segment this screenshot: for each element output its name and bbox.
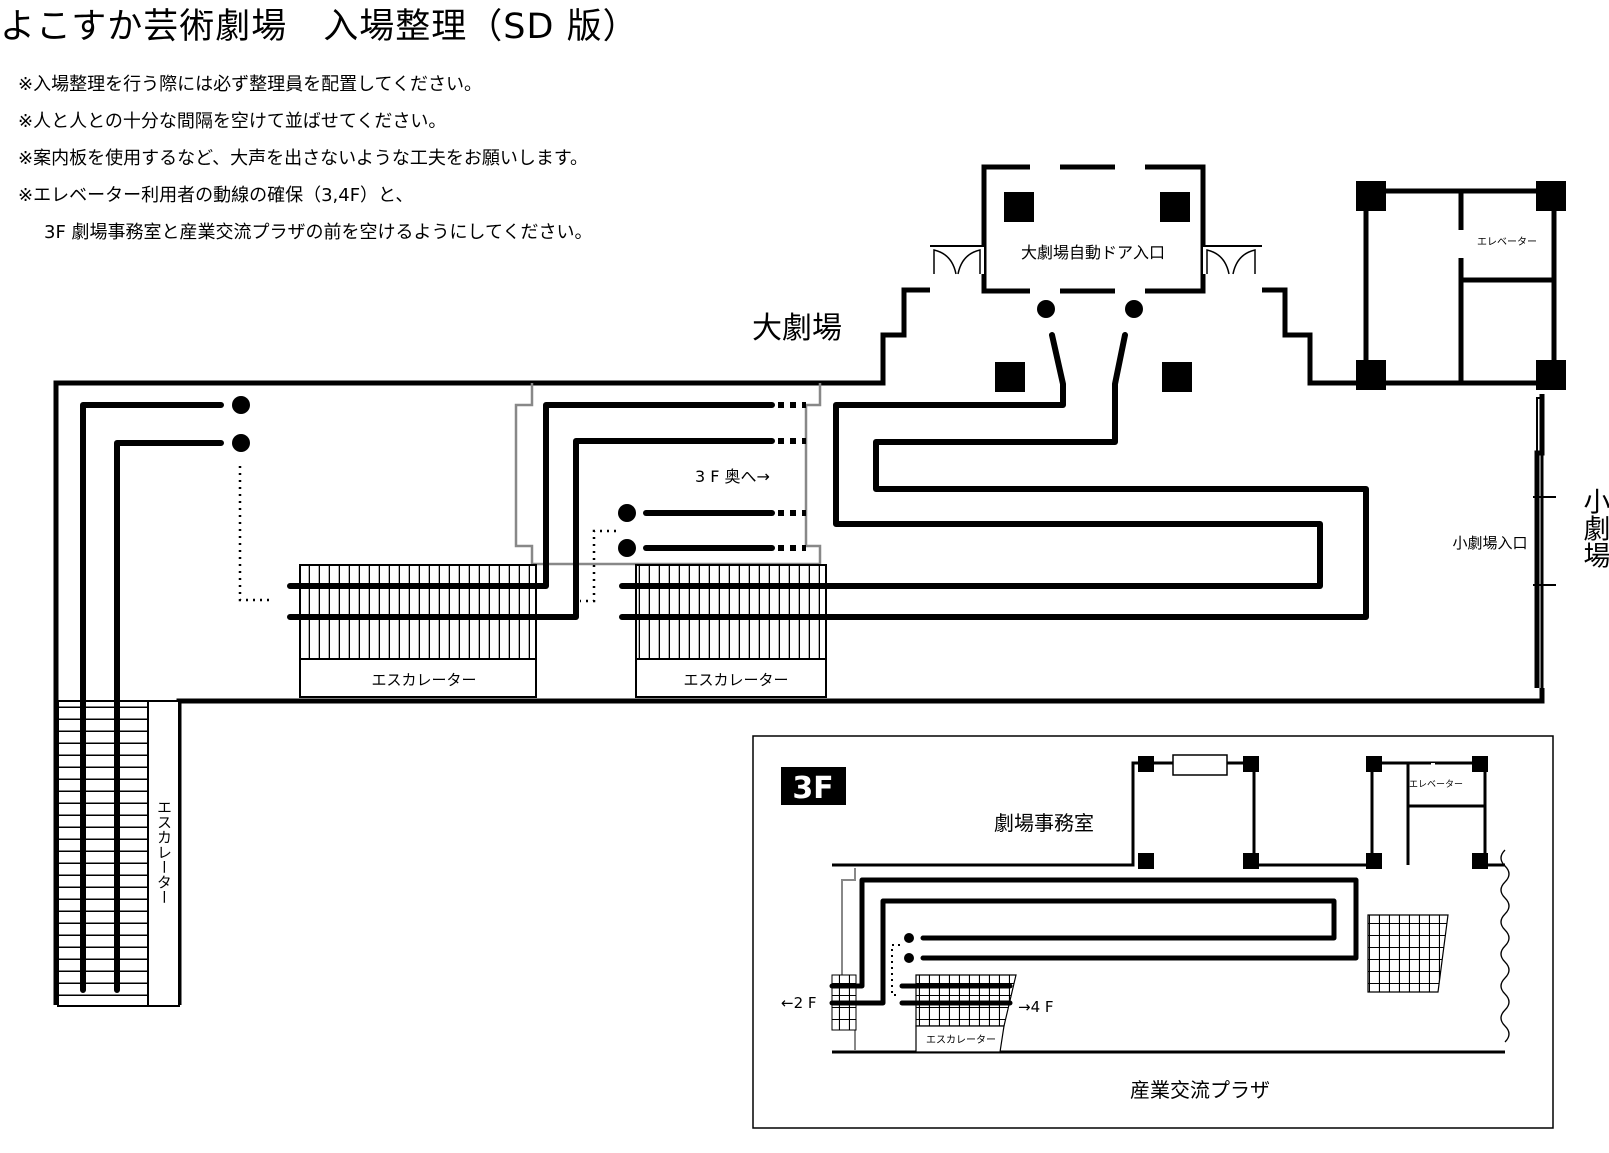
small-hall-label: 小劇場	[1579, 488, 1609, 569]
inset-escalator-label: エスカレーター	[926, 1034, 996, 1046]
escalator-3: エスカレーター	[57, 700, 180, 1007]
notes-list: ※入場整理を行う際には必ず整理員を配置してください。 ※人と人との十分な間隔を空…	[18, 72, 592, 257]
staff-marker	[1037, 300, 1055, 318]
note-item: ※エレベーター利用者の動線の確保（3,4F）と、	[18, 185, 414, 206]
office-room	[832, 754, 1505, 867]
note-item: ※入場整理を行う際には必ず整理員を配置してください。	[18, 74, 482, 95]
queue-lines	[80, 332, 1369, 993]
plaza-label: 産業交流プラザ	[1130, 1078, 1270, 1102]
staff-marker	[618, 539, 636, 557]
small-hall-wall	[1533, 394, 1556, 688]
pillar	[1160, 192, 1190, 222]
escalator-label: エスカレーター	[683, 671, 788, 689]
pillar	[995, 362, 1025, 392]
elevator-label: エレベーター	[1477, 236, 1537, 248]
to-4f-label: →4 F	[1018, 998, 1054, 1016]
inset-elevator-label: エレベーター	[1409, 779, 1463, 790]
note-item: 3F 劇場事務室と産業交流プラザの前を空けるようにしてください。	[44, 222, 593, 243]
office-label: 劇場事務室	[994, 811, 1094, 835]
escalator-1: エスカレーター	[299, 564, 537, 698]
escalator-label: エスカレーター	[371, 671, 476, 689]
staff-markers	[232, 300, 1143, 557]
inset-3f-map: 3F エレベーター 劇場事務室 エ	[752, 735, 1554, 1129]
staff-marker	[1125, 300, 1143, 318]
floor-badge	[781, 767, 846, 805]
note-item: ※人と人との十分な間隔を空けて並ばせてください。	[18, 111, 447, 132]
auto-door-label: 大劇場自動ドア入口	[1021, 243, 1165, 262]
elevator-room: エレベーター	[1356, 181, 1566, 390]
queue-continuation	[778, 402, 806, 551]
small-hall-entrance-label: 小劇場入口	[1452, 534, 1527, 552]
staff-marker	[232, 396, 250, 414]
staff-marker	[232, 434, 250, 452]
pillar	[1004, 192, 1034, 222]
to-2f-label: ←2 F	[781, 994, 817, 1012]
pillar	[1162, 362, 1192, 392]
note-item: ※案内板を使用するなど、大声を出さないような工夫をお願いします。	[18, 148, 589, 169]
to-3f-back-label: 3 F 奥へ→	[695, 467, 770, 486]
escalator-2: エスカレーター	[635, 564, 827, 698]
side-door-left	[930, 245, 984, 275]
dotted-guide	[238, 466, 616, 603]
auto-door-room: 大劇場自動ドア入口	[981, 164, 1206, 392]
floor-badge-label: 3F	[792, 771, 833, 806]
partition-wall	[514, 383, 822, 566]
main-hall-label: 大劇場	[752, 311, 842, 346]
page-title: よこすか芸術劇場 入場整理（SD 版）	[0, 7, 639, 47]
escalator-label: エスカレーター	[155, 800, 173, 905]
side-door-right	[1203, 245, 1262, 275]
staff-marker	[618, 504, 636, 522]
